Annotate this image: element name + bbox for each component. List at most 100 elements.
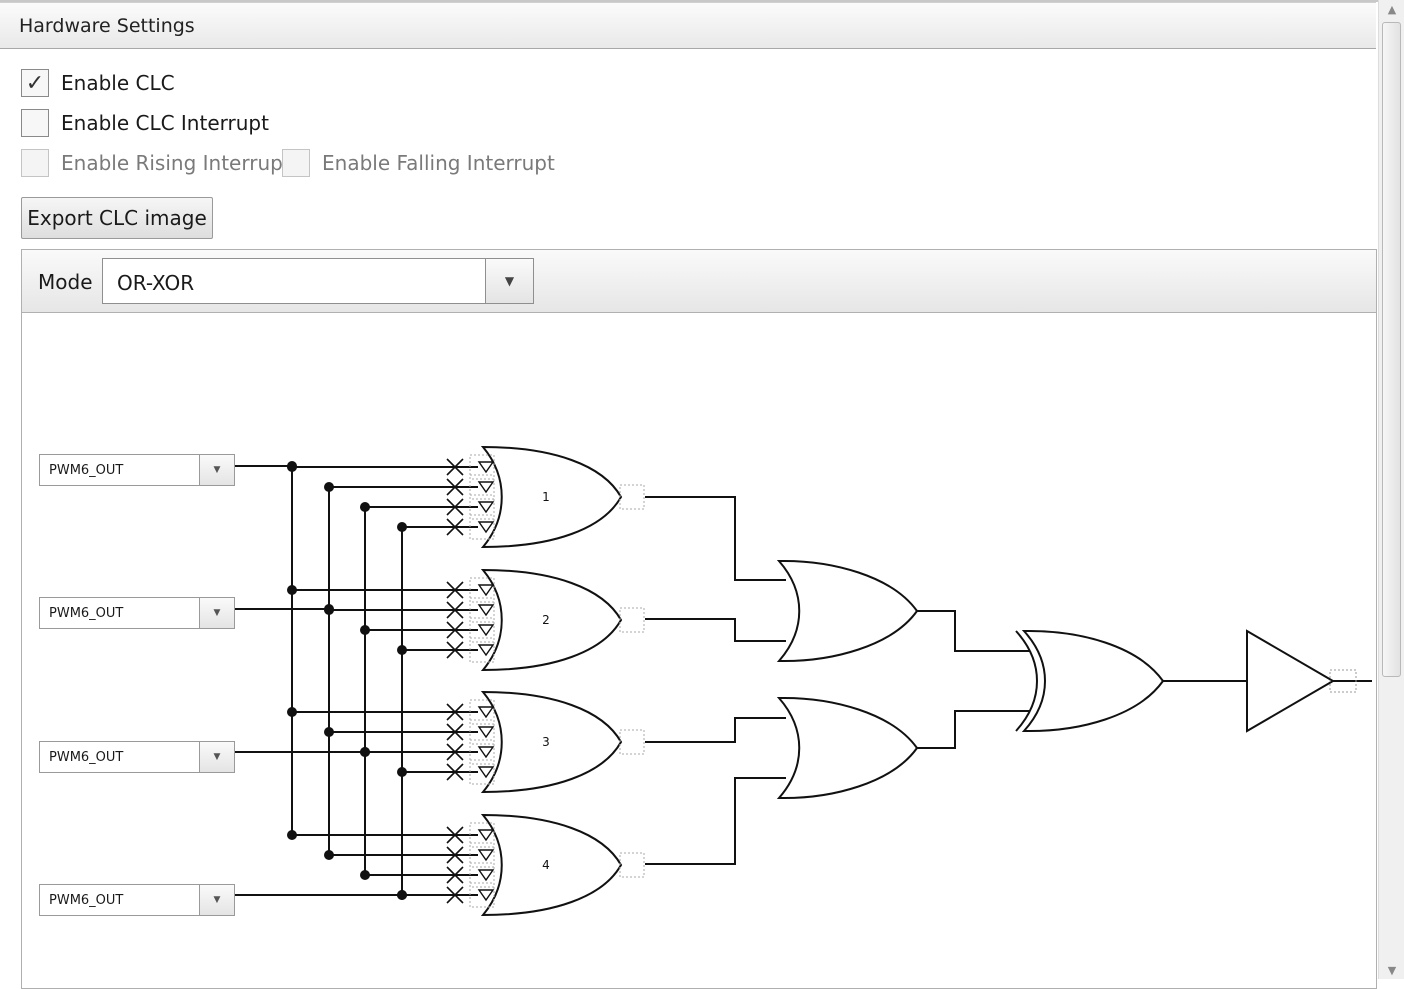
xor-cross-mark [446,478,464,496]
xor-cross-mark [446,458,464,476]
gate-input-box [469,454,495,480]
enable-rising-interrupt-row[interactable]: Enable Rising Interrupt [21,147,291,179]
invert-triangle-icon [477,706,495,719]
gate-input-box [469,882,495,908]
gate-input-box [469,494,495,520]
enable-clc-interrupt-row[interactable]: Enable CLC Interrupt [21,107,269,139]
gate-output-box [619,729,645,755]
panel-title: Hardware Settings [19,15,195,37]
chevron-down-icon: ▼ [213,608,221,618]
gate-input-box [469,759,495,785]
junction-dot [287,830,297,840]
junction-dot [324,604,334,614]
xor-cross-mark [446,763,464,781]
input-select-dropdown-button[interactable]: ▼ [199,455,234,485]
gate-number: 2 [542,613,550,627]
gate-input-box [469,739,495,765]
xor-cross-mark [446,826,464,844]
input-select-value: PWM6_OUT [49,750,124,765]
gate-input-box [469,699,495,725]
junction-dot [324,850,334,860]
invert-triangle-icon [477,889,495,902]
gate-input-box [469,719,495,745]
invert-triangle-icon [477,829,495,842]
invert-triangle-icon [477,849,495,862]
mode-label: Mode [38,270,93,294]
gate-input-box [469,514,495,540]
input-select-1[interactable]: PWM6_OUT ▼ [39,454,235,486]
export-clc-image-button[interactable]: Export CLC image [21,197,213,239]
junction-dot [287,461,297,471]
enable-falling-interrupt-label: Enable Falling Interrupt [322,151,555,175]
input-select-dropdown-button[interactable]: ▼ [199,885,234,915]
chevron-down-icon: ▼ [504,274,515,288]
invert-triangle-icon [477,604,495,617]
window-top-border [0,0,1378,2]
enable-clc-row[interactable]: ✓ Enable CLC [21,67,175,99]
check-icon: ✓ [25,70,45,96]
xor-cross-mark [446,886,464,904]
gate-number: 1 [542,490,550,504]
xor-cross-mark [446,621,464,639]
xor-cross-mark [446,518,464,536]
invert-triangle-icon [477,501,495,514]
xor-cross-mark [446,866,464,884]
invert-triangle-icon [477,521,495,534]
mode-select-value: OR-XOR [117,271,195,295]
hardware-settings-header[interactable]: Hardware Settings [0,2,1376,49]
enable-rising-interrupt-label: Enable Rising Interrupt [61,151,291,175]
input-select-4[interactable]: PWM6_OUT ▼ [39,884,235,916]
junction-dot [287,585,297,595]
xor-cross-mark [446,723,464,741]
input-select-value: PWM6_OUT [49,463,124,478]
mode-dropdown-button[interactable]: ▼ [485,259,533,303]
enable-falling-interrupt-checkbox[interactable] [282,149,310,177]
input-select-2[interactable]: PWM6_OUT ▼ [39,597,235,629]
invert-triangle-icon [477,869,495,882]
enable-clc-checkbox[interactable]: ✓ [21,69,49,97]
scrollbar-thumb[interactable] [1382,22,1401,677]
junction-dot [397,767,407,777]
xor-cross-mark [446,743,464,761]
mode-toolbar: Mode OR-XOR ▼ [22,250,1376,313]
gate-input-box [469,822,495,848]
invert-triangle-icon [477,461,495,474]
output-buffer [1163,629,1372,733]
stage-wires [645,496,1030,865]
xor-cross-mark [446,581,464,599]
invert-triangle-icon [477,584,495,597]
gate-input-box [469,862,495,888]
enable-falling-interrupt-row[interactable]: Enable Falling Interrupt [282,147,555,179]
invert-triangle-icon [477,624,495,637]
vertical-scrollbar[interactable]: ▲ ▼ [1378,0,1404,979]
input-select-3[interactable]: PWM6_OUT ▼ [39,741,235,773]
gate-output-box [619,484,645,510]
scroll-down-icon[interactable]: ▼ [1387,963,1397,977]
or-gate-a [776,559,919,663]
junction-dot [360,625,370,635]
enable-clc-interrupt-checkbox[interactable] [21,109,49,137]
enable-rising-interrupt-checkbox[interactable] [21,149,49,177]
or-gate-b [776,696,919,800]
gate-input-box [469,617,495,643]
junction-dot [287,707,297,717]
invert-triangle-icon [477,481,495,494]
xor-cross-mark [446,846,464,864]
junction-dot [360,502,370,512]
invert-triangle-icon [477,644,495,657]
gate-input-box [469,842,495,868]
xor-gate [1015,629,1165,733]
or-gate [480,690,623,794]
second-stage-or-gates [776,559,919,800]
junction-dot [360,870,370,880]
input-select-value: PWM6_OUT [49,606,124,621]
scroll-up-icon[interactable]: ▲ [1387,2,1397,16]
input-select-dropdown-button[interactable]: ▼ [199,742,234,772]
mode-select[interactable]: OR-XOR ▼ [102,258,534,304]
xor-cross-mark [446,498,464,516]
or-gate [480,813,623,917]
gate-input-box [469,597,495,623]
input-select-dropdown-button[interactable]: ▼ [199,598,234,628]
